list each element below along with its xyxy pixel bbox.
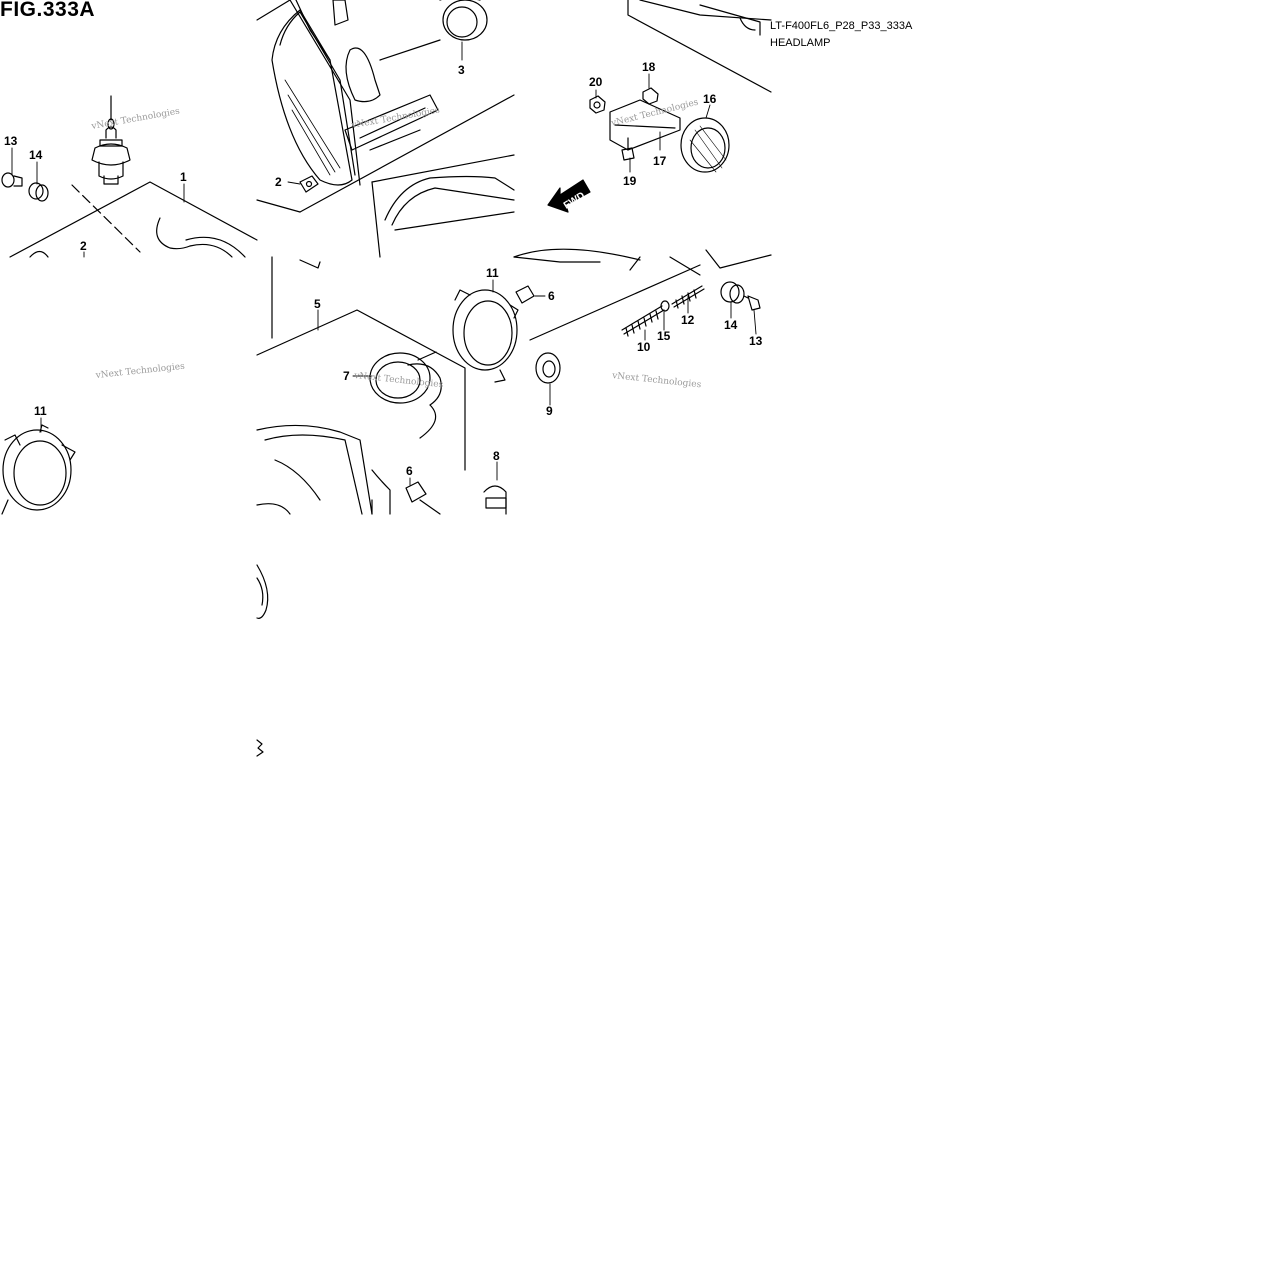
callout-16: 16 [703, 92, 717, 106]
callout-10: 10 [637, 340, 651, 354]
watermark: vNext Technologies [611, 371, 702, 390]
tile-reflector [513, 0, 772, 261]
bracket-part [609, 99, 681, 151]
grommet-14-part [720, 281, 745, 304]
socket-part [369, 351, 442, 439]
callout-5: 5 [314, 297, 321, 311]
figure-code: LT-F400FL6_P28_P33_333A [770, 20, 913, 32]
tile-fragments [256, 564, 269, 757]
callout-2: 2 [80, 239, 87, 253]
callout-13: 13 [749, 334, 763, 348]
callout-6: 6 [548, 289, 555, 303]
callout-20: 20 [589, 75, 603, 89]
tile-adjuster [452, 249, 772, 384]
figure-title: FIG.333A [0, 0, 96, 21]
ring-part [1, 424, 76, 515]
seal-part [535, 352, 561, 384]
callout-14: 14 [724, 318, 738, 332]
watermarks: vNext Technologies vNext Technologies vN… [90, 97, 702, 390]
callout-15: 15 [657, 329, 671, 343]
callout-3: 3 [458, 63, 465, 77]
watermark: vNext Technologies [94, 362, 185, 381]
screw-13-part [743, 295, 761, 311]
callout-2: 2 [275, 175, 282, 189]
tile-housing-bottom [256, 256, 507, 515]
callout-11: 11 [34, 404, 47, 418]
bulb-8-part [483, 485, 507, 515]
reflector-part [680, 117, 730, 173]
bulb-part [91, 95, 131, 185]
callout-18: 18 [642, 60, 656, 74]
callout-1: 1 [180, 170, 187, 184]
spring-part [621, 305, 665, 337]
callout-9: 9 [546, 404, 553, 418]
callout-13: 13 [4, 134, 18, 148]
tile-ring [1, 424, 76, 515]
callout-12: 12 [681, 313, 695, 327]
ring-11-part [452, 289, 519, 383]
callout-7: 7 [343, 369, 350, 383]
callout-11: 11 [486, 266, 499, 280]
leader-lines [11, 41, 757, 486]
figure-name: HEADLAMP [770, 37, 831, 49]
tile-bulb [1, 95, 258, 258]
tile-housing-top [256, 0, 515, 258]
callout-8: 8 [493, 449, 500, 463]
washer-part [642, 87, 659, 105]
watermark: vNext Technologies [353, 371, 444, 390]
callout-19: 19 [623, 174, 637, 188]
fwd-arrow [547, 179, 591, 213]
screw-part [1, 172, 23, 188]
callout-6: 6 [406, 464, 413, 478]
grommet-part [28, 182, 49, 202]
callout-17: 17 [653, 154, 667, 168]
nut-part [589, 95, 606, 114]
adjust-screw-part [671, 285, 705, 309]
watermark: vNext Technologies [90, 107, 181, 133]
callout-numbers: 1 2 2 3 5 6 6 7 8 9 10 11 11 12 13 13 14… [4, 60, 763, 478]
callout-14: 14 [29, 148, 43, 162]
